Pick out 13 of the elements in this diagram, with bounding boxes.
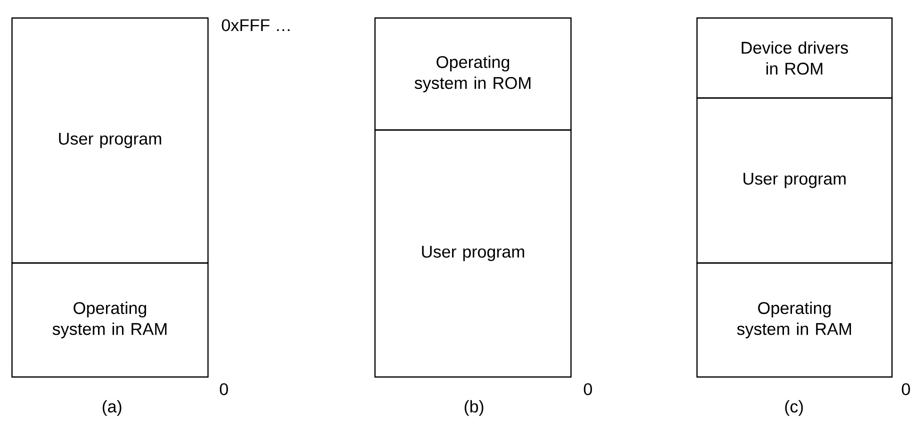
address-label: 0 xyxy=(584,383,592,396)
memory-region: User program xyxy=(696,97,893,264)
address-label: 0 xyxy=(220,383,228,396)
memory-region: Operating system in ROM xyxy=(374,17,572,131)
address-label: 0 xyxy=(902,383,910,396)
memory-region: Operating system in RAM xyxy=(696,262,893,378)
memory-region: User program xyxy=(11,17,209,264)
memory-region: Device drivers in ROM xyxy=(696,17,893,99)
panel-caption: (a) xyxy=(102,400,122,416)
panel-caption: (c) xyxy=(785,400,803,416)
memory-region: User program xyxy=(374,129,572,378)
memory-region: Operating system in RAM xyxy=(11,262,209,378)
panel-caption: (b) xyxy=(464,400,484,416)
